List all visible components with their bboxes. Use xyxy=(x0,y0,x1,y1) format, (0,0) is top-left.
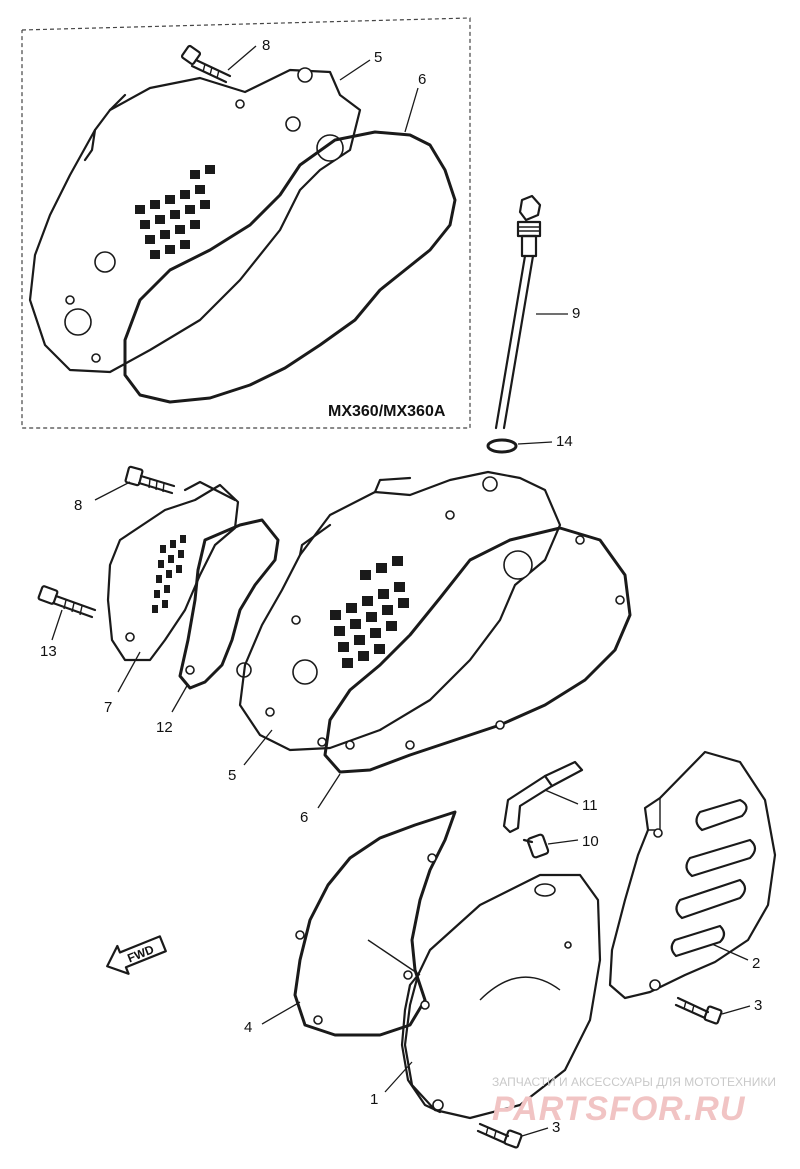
side-cover-1 xyxy=(400,873,602,1120)
inset-dashed-box xyxy=(21,17,471,429)
callout-14: 14 xyxy=(556,433,573,450)
gasket-12 xyxy=(178,518,280,690)
leader-5-mid xyxy=(243,729,273,766)
elbow-fitting-10 xyxy=(522,833,550,859)
leader-6-top xyxy=(404,87,419,133)
leader-5-top xyxy=(339,59,371,81)
callout-8-top: 8 xyxy=(262,37,270,54)
dipstick xyxy=(494,194,542,430)
leader-8-mid xyxy=(94,481,131,501)
gasket-6 xyxy=(323,526,632,774)
guard-cover-2 xyxy=(608,750,777,1000)
callout-2: 2 xyxy=(752,955,760,972)
callout-12: 12 xyxy=(156,719,173,736)
leader-4 xyxy=(261,1001,301,1025)
callout-13: 13 xyxy=(40,643,57,660)
leader-13 xyxy=(51,609,63,641)
callout-8-mid: 8 xyxy=(74,497,82,514)
leader-11 xyxy=(544,789,579,805)
callout-5-top: 5 xyxy=(374,49,382,66)
fwd-arrow-icon: FWD xyxy=(106,935,167,975)
gasket-4 xyxy=(293,810,457,1037)
callout-5-mid: 5 xyxy=(228,767,236,784)
callout-11: 11 xyxy=(582,797,598,814)
callout-7: 7 xyxy=(104,699,112,716)
watermark-brand: PARTSFOR.RU xyxy=(492,1090,746,1128)
leader-14 xyxy=(517,441,553,445)
inset-bolt-8 xyxy=(180,44,232,84)
callout-4: 4 xyxy=(244,1019,252,1036)
leader-10 xyxy=(547,839,579,845)
callout-6-top: 6 xyxy=(418,71,426,88)
crankcase-cover-5 xyxy=(238,470,562,752)
callout-10: 10 xyxy=(582,833,599,850)
inset-gasket xyxy=(123,130,457,404)
leader-3-right xyxy=(721,1005,751,1015)
leader-3-bottom xyxy=(521,1127,549,1137)
bolt-13 xyxy=(37,585,97,619)
leader-8-top xyxy=(227,45,257,71)
bolt-3-right xyxy=(674,996,723,1025)
leader-2 xyxy=(711,943,749,961)
leader-1 xyxy=(384,1061,413,1093)
bolt-8 xyxy=(124,465,176,495)
callout-3-right: 3 xyxy=(754,997,762,1014)
callout-3-bottom: 3 xyxy=(552,1119,560,1136)
callout-1: 1 xyxy=(370,1091,378,1108)
washer-14 xyxy=(486,438,518,454)
leader-6-mid xyxy=(317,773,341,809)
breather-hose-11 xyxy=(502,760,584,834)
leader-12 xyxy=(171,683,189,713)
bolt-3-bottom xyxy=(476,1122,523,1149)
small-cover-7 xyxy=(106,480,240,662)
leader-7 xyxy=(117,651,141,693)
callout-6-mid: 6 xyxy=(300,809,308,826)
inset-model-label: MX360/MX360A xyxy=(328,403,446,420)
inset-crankcase-cover xyxy=(28,67,362,374)
watermark-tagline: ЗАПЧАСТИ И АКСЕССУАРЫ ДЛЯ МОТОТЕХНИКИ xyxy=(492,1075,776,1089)
callout-9: 9 xyxy=(572,305,580,322)
